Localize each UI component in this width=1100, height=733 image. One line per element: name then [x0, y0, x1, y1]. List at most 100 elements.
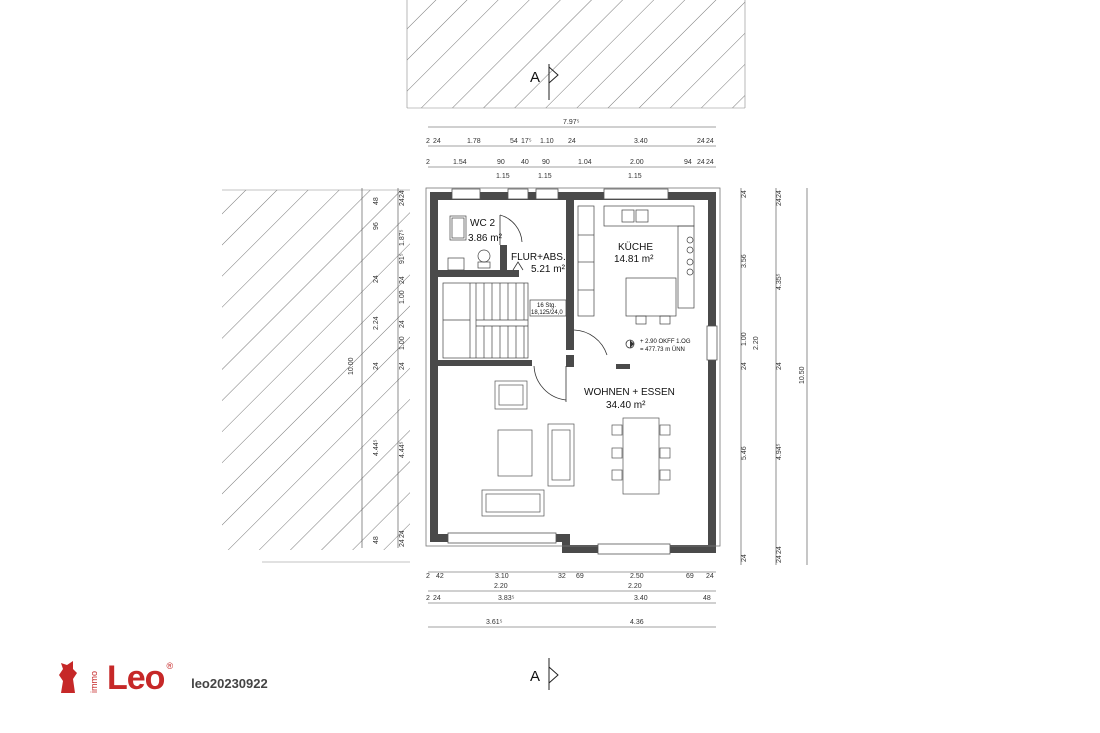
svg-text:2.24: 2.24	[373, 316, 380, 330]
dim-bottom-row2: 2.20 2.20	[494, 583, 642, 590]
svg-text:91⁵: 91⁵	[399, 253, 406, 264]
svg-text:48: 48	[373, 197, 380, 205]
svg-text:69: 69	[576, 573, 584, 580]
hatched-area-top	[407, 0, 745, 108]
svg-text:24: 24	[741, 362, 748, 370]
svg-text:3.83⁵: 3.83⁵	[498, 595, 515, 602]
dim-right-outer: 24 24 4.35⁵ 24 4.94⁵ 24 24	[776, 190, 783, 563]
level-note-line1: + 2.90 OKFF 1.OG	[640, 339, 691, 345]
listing-code: leo20230922	[191, 676, 268, 691]
door-swings	[499, 214, 608, 402]
brand-name: Leo	[107, 659, 165, 697]
svg-text:24: 24	[776, 362, 783, 370]
svg-text:24: 24	[373, 362, 380, 370]
svg-text:4.94⁵: 4.94⁵	[776, 443, 783, 460]
svg-text:4.36: 4.36	[630, 619, 644, 626]
room-flur-name: FLUR+ABS.	[511, 252, 566, 263]
dim-bottom-row1: 2 42 3.10 32 69 2.50 69 24	[426, 573, 714, 580]
svg-text:1.78: 1.78	[467, 138, 481, 145]
svg-text:54: 54	[510, 138, 518, 145]
svg-text:10.00: 10.00	[348, 357, 355, 375]
brand-tagline: immo	[89, 671, 99, 693]
svg-text:2.20: 2.20	[753, 336, 760, 350]
svg-text:32: 32	[558, 573, 566, 580]
staircase	[442, 282, 529, 359]
svg-text:2.00: 2.00	[630, 159, 644, 166]
windows	[447, 188, 718, 555]
svg-text:17⁵: 17⁵	[521, 138, 532, 145]
svg-text:24: 24	[373, 275, 380, 283]
svg-text:24: 24	[568, 138, 576, 145]
svg-text:4.35⁵: 4.35⁵	[776, 273, 783, 290]
svg-text:24: 24	[399, 190, 406, 198]
room-wc-name: WC 2	[470, 218, 495, 229]
dim-top-overall: 7.97⁵	[563, 119, 580, 126]
stair-label-line2: 18,125/24,0	[531, 310, 563, 316]
svg-text:24: 24	[697, 138, 705, 145]
svg-text:24: 24	[399, 539, 406, 547]
svg-text:24: 24	[433, 138, 441, 145]
dim-left-overall: 10.00	[348, 357, 355, 375]
section-mark-bottom: A	[530, 658, 559, 690]
room-living-name: WOHNEN + ESSEN	[584, 387, 675, 398]
svg-text:3.61⁵: 3.61⁵	[486, 619, 503, 626]
svg-text:1.00: 1.00	[399, 290, 406, 304]
svg-text:4.44⁵: 4.44⁵	[399, 441, 406, 458]
svg-text:2.20: 2.20	[628, 583, 642, 590]
wc-fixtures	[447, 215, 491, 271]
svg-text:5.46: 5.46	[741, 446, 748, 460]
svg-text:42: 42	[436, 573, 444, 580]
brand-registered-mark: ®	[166, 661, 174, 671]
dimension-lines	[361, 126, 808, 628]
svg-text:24: 24	[706, 573, 714, 580]
dim-top-row3: 1.15 1.15 1.15	[496, 173, 642, 180]
svg-text:2: 2	[426, 595, 430, 602]
svg-text:48: 48	[703, 595, 711, 602]
svg-text:A: A	[530, 69, 540, 86]
room-wc-area: 3.86 m²	[468, 233, 503, 244]
svg-text:24: 24	[399, 320, 406, 328]
svg-text:48: 48	[373, 536, 380, 544]
dim-bottom-row3: 2 24 3.83⁵ 3.40 48	[426, 595, 711, 602]
svg-text:24: 24	[776, 555, 783, 563]
interior-walls	[433, 200, 630, 369]
stair-label-line1: 16 Stg.	[537, 303, 556, 309]
dim-right-inner: 24 3.56 1.00 2.20 24 5.46 24	[741, 190, 760, 562]
dim-left-outer: 48 96 24 2.24 24 4.44⁵ 48	[373, 197, 380, 544]
svg-text:24: 24	[433, 595, 441, 602]
svg-text:1.15: 1.15	[496, 173, 510, 180]
room-flur-area: 5.21 m²	[531, 264, 566, 275]
svg-text:24: 24	[776, 198, 783, 206]
svg-text:1.87⁵: 1.87⁵	[399, 229, 406, 246]
svg-text:24: 24	[399, 276, 406, 284]
svg-text:24: 24	[706, 138, 714, 145]
room-kitchen-area: 14.81 m²	[614, 254, 654, 265]
svg-text:3.40: 3.40	[634, 595, 648, 602]
svg-text:24: 24	[399, 530, 406, 538]
svg-text:2: 2	[426, 159, 430, 166]
svg-text:1.15: 1.15	[538, 173, 552, 180]
svg-text:3.56: 3.56	[741, 254, 748, 268]
svg-text:2.20: 2.20	[494, 583, 508, 590]
dim-right-overall: 10.50	[799, 366, 806, 384]
svg-text:24: 24	[399, 362, 406, 370]
svg-text:90: 90	[497, 159, 505, 166]
living-furniture	[481, 380, 671, 517]
svg-text:96: 96	[373, 222, 380, 230]
level-note-line2: = 477.73 m ÜNN	[640, 346, 685, 353]
svg-text:90: 90	[542, 159, 550, 166]
svg-text:1.04: 1.04	[578, 159, 592, 166]
svg-text:1.00: 1.00	[741, 332, 748, 346]
dim-top-row2: 2 1.54 90 40 90 1.04 2.00 94 24 24	[426, 159, 714, 166]
svg-text:24: 24	[776, 190, 783, 198]
level-marker	[625, 339, 635, 349]
brand-logo: immo Leo ® leo20230922	[55, 655, 268, 695]
svg-text:3.10: 3.10	[495, 573, 509, 580]
dim-left-inner: 24 24 1.87⁵ 91⁵ 24 1.00 24 1.00 24 4.44⁵…	[399, 190, 406, 547]
svg-text:4.44⁵: 4.44⁵	[373, 439, 380, 456]
svg-text:2.50: 2.50	[630, 573, 644, 580]
svg-text:24: 24	[741, 190, 748, 198]
svg-text:94: 94	[684, 159, 692, 166]
svg-text:40: 40	[521, 159, 529, 166]
